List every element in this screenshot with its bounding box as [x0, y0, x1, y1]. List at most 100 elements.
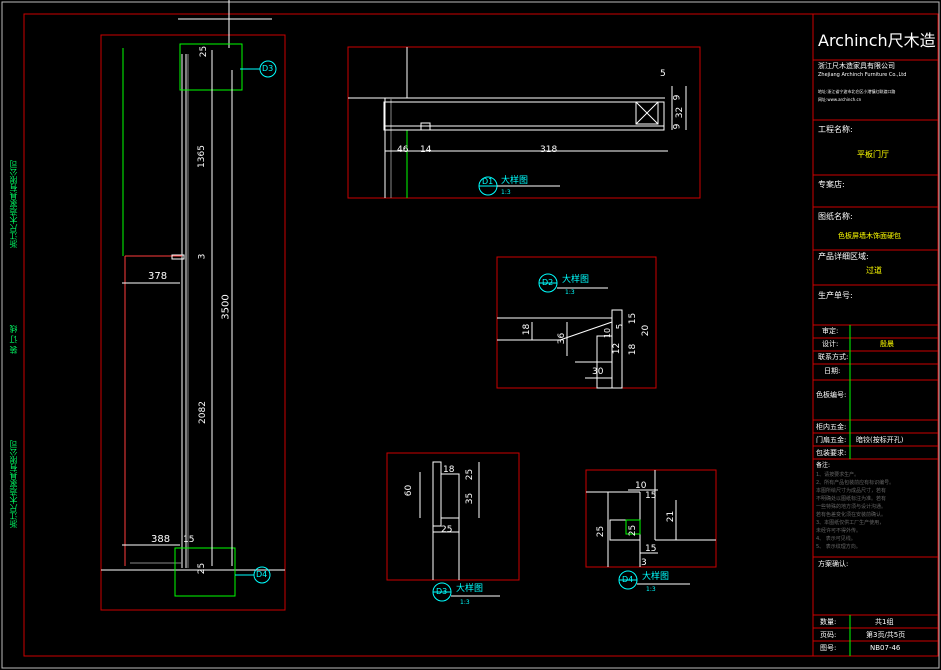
d2-dim-1: 36: [557, 332, 568, 345]
product-label: 产品详细区域:: [818, 252, 869, 261]
note-line: 一些特殊的地方须与设计沟通。: [816, 504, 887, 510]
d4-title: 大样图: [642, 572, 670, 582]
color-code-label: 色板编号:: [816, 391, 847, 399]
d2-dim-2: 10: [603, 327, 613, 339]
d4-dim-2: 21: [666, 510, 677, 523]
review-label: 审定:: [822, 327, 839, 335]
d4-dim-1: 15: [645, 491, 657, 501]
note-line: 1、请按要求生产。: [816, 472, 860, 478]
drawing-label: 图纸名称:: [818, 212, 853, 221]
company-website: 网址:www.archinch.cn: [818, 97, 862, 102]
company-name-en: Zhejiang Archinch Furniture Co.,Ltd: [818, 72, 907, 78]
d1-title: 大样图: [501, 176, 529, 186]
d1-dim-6: 318: [540, 145, 558, 155]
d4-tag: D4: [622, 575, 634, 584]
elev-dim-gap: 3: [197, 253, 208, 260]
sidebar-binding-line: 装 订 线: [9, 325, 18, 355]
note-line: 本图所绘尺寸为成品尺寸，若有: [816, 488, 887, 494]
d3-dim-1: 25: [465, 468, 476, 481]
d2-dim-7: 18: [628, 343, 639, 356]
note-line: 3、本图纸仅供工厂生产使用，: [816, 520, 885, 526]
elev-dim-total: 3500: [220, 294, 232, 320]
design-label: 设计:: [822, 340, 839, 348]
company-name-cn: 浙江尺木造家具有限公司: [818, 62, 895, 70]
date-label: 日期:: [824, 367, 841, 375]
d2-dim-0: 18: [522, 323, 533, 336]
elev-dim-offset-bottom: 388: [151, 534, 171, 545]
d2-dim-6: 12: [612, 342, 623, 355]
elev-dim-small: 15: [183, 535, 195, 545]
elev-dim-bottom: 25: [197, 562, 208, 575]
d2-tag: D2: [542, 278, 554, 287]
d2-frame: [496, 256, 657, 389]
elev-dim-offset-top: 378: [148, 271, 168, 282]
d2-dim-3: 5: [615, 323, 626, 330]
hardware-label: 柜内五金:: [816, 423, 847, 431]
d3-title: 大样图: [456, 584, 484, 594]
d1-dim-3: 9: [672, 123, 683, 130]
d4-frame: [585, 469, 717, 568]
d4-dim-0: 10: [635, 481, 647, 491]
d1-dim-5: 14: [420, 145, 432, 155]
sidebar-company-bottom: 浙江尺木造家具有限公司: [9, 440, 18, 528]
project-value: 平板门厅: [857, 150, 889, 159]
note-line: 若有色差变化须在安装前确认。: [816, 512, 887, 518]
d2-dim-5: 20: [641, 324, 652, 337]
qty-label: 数量:: [820, 618, 837, 626]
fig-number-label: 图号:: [820, 644, 837, 652]
d4-scale: 1:3: [646, 586, 656, 593]
brand-latin: Archinch: [818, 31, 888, 50]
callout-d4-label: D4: [256, 570, 268, 579]
d1-dim-0: 5: [660, 69, 666, 79]
owner-label: 专案店:: [818, 180, 845, 189]
d3-dim-3: 35: [465, 492, 476, 505]
notes-label: 备注:: [816, 462, 831, 469]
d3-frame: [386, 452, 520, 581]
d2-dim-4: 15: [628, 312, 639, 325]
packing-label: 包装要求:: [816, 449, 847, 457]
note-line: 4、 表示可见线。: [816, 536, 856, 542]
d2-dim-8: 30: [592, 367, 604, 377]
d2-scale: 1:3: [565, 289, 575, 296]
approval-label: 方案确认:: [818, 560, 849, 568]
d3-tag: D3: [436, 587, 448, 596]
brand-cn: 尺木造: [887, 31, 936, 50]
page-label: 页码:: [820, 631, 837, 639]
d4-dim-4: 25: [628, 524, 639, 537]
brand-logo: Archinch尺木造: [818, 33, 936, 49]
callout-d3-label: D3: [262, 64, 274, 73]
d1-dim-2: 32: [675, 106, 686, 119]
d4-dim-5: 15: [645, 544, 657, 554]
qty-value: 共1组: [875, 618, 894, 626]
d1-scale: 1:3: [501, 189, 511, 196]
sidebar-company-top: 浙江尺木造家具有限公司: [9, 160, 18, 248]
d4-dim-3: 25: [596, 525, 607, 538]
company-address: 地址:浙江省宁波市北仑区小港镇红联渡口路: [818, 89, 896, 94]
page-value: 第3页/共5页: [866, 631, 906, 639]
contact-label: 联系方式:: [818, 353, 849, 361]
elevation-frame: [100, 34, 286, 611]
product-value: 过道: [866, 266, 882, 275]
d3-dim-4: 25: [441, 525, 453, 535]
d3-dim-0: 18: [443, 465, 455, 475]
d1-tag: D1: [482, 177, 494, 186]
design-value: 殷晨: [880, 340, 894, 348]
note-line: 未经许可不得外传。: [816, 528, 862, 534]
code-label: 生产单号:: [818, 291, 853, 300]
d1-frame: [347, 46, 701, 199]
d1-dim-4: 46: [397, 145, 409, 155]
note-line: 2、所有产品包装前应有标识编号。: [816, 480, 895, 486]
project-label: 工程名称:: [818, 125, 853, 134]
notes-block: 1、请按要求生产。 2、所有产品包装前应有标识编号。 本图所绘尺寸为成品尺寸，若…: [816, 471, 936, 551]
d2-title: 大样图: [562, 275, 590, 285]
note-line: 不明确处以图纸标注为准。若有: [816, 496, 887, 502]
elev-dim-upper: 1365: [196, 145, 207, 168]
door-hardware-label: 门扇五金:: [816, 436, 847, 444]
inner-frame: [23, 13, 939, 657]
elev-dim-lower: 2082: [197, 401, 208, 424]
fig-number-value: NB07-46: [870, 644, 901, 652]
d1-dim-1: 9: [672, 94, 683, 101]
note-line: 5、 表示纹理方向。: [816, 544, 861, 550]
